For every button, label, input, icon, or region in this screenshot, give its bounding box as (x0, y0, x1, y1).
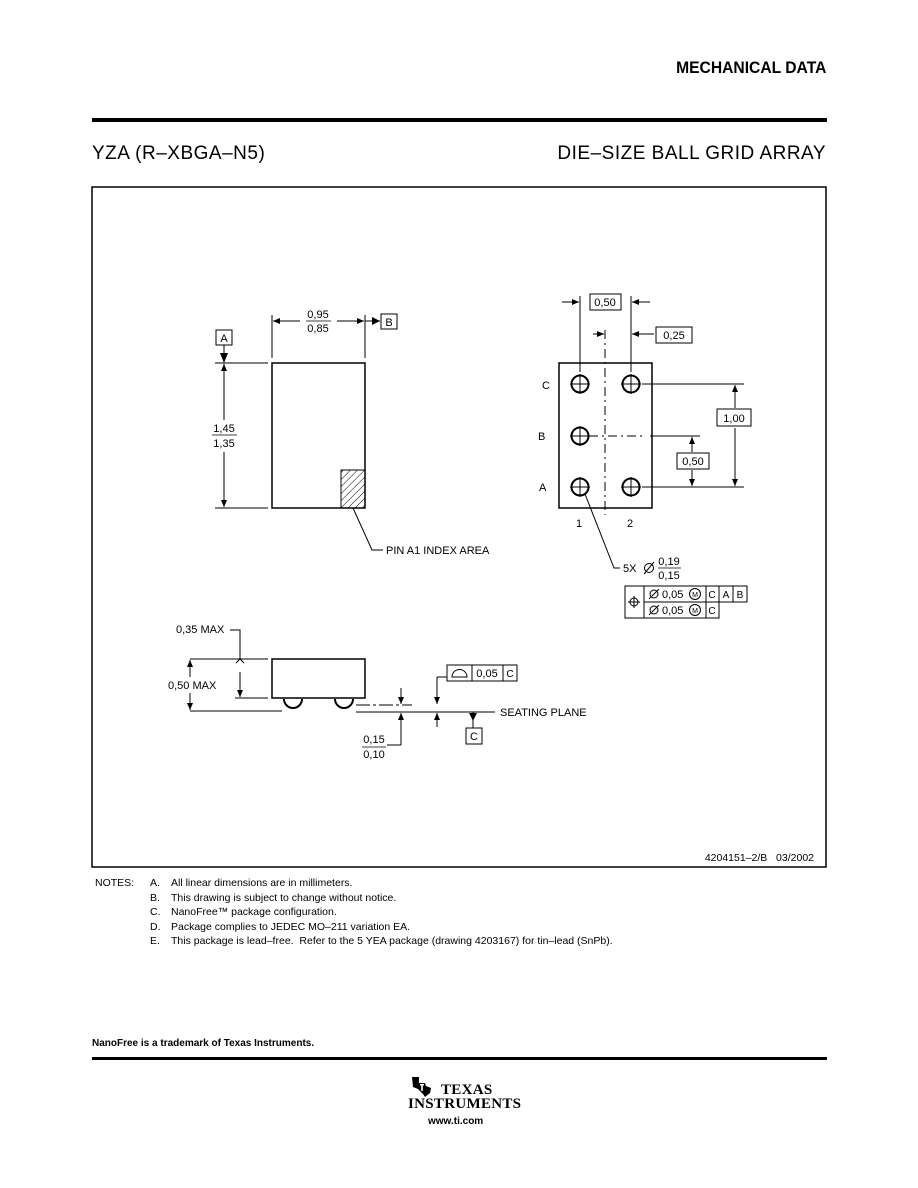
top-rule (92, 118, 827, 122)
offset-y-label: 0,50 (682, 456, 703, 468)
tol-modifier-1: M (692, 592, 698, 599)
logo-text-instruments: INSTRUMENTS (408, 1096, 522, 1112)
package-type: DIE–SIZE BALL GRID ARRAY (557, 143, 826, 164)
col-label-2: 2 (627, 518, 633, 530)
diameter-icon (648, 604, 660, 616)
width-lower: 0,85 (307, 323, 328, 335)
pitch-y-box (716, 408, 752, 427)
pitch-x-label: 0,50 (594, 297, 615, 309)
height-upper: 1,45 (213, 423, 234, 435)
ball-c1 (570, 374, 590, 394)
datum-c-label: C (470, 731, 478, 743)
position-tolerance-frame: 0,05 M C A B 0,05 M C (624, 585, 748, 619)
pitch-x-box (589, 293, 622, 311)
logo-text-texas: TEXAS (441, 1082, 493, 1098)
side-ball-2 (334, 698, 354, 709)
tol-datum-c-2: C (708, 606, 715, 617)
profile-surface-icon (451, 669, 468, 678)
pitch-y-label: 1,00 (723, 413, 744, 425)
position-icon (628, 596, 640, 608)
trademark-note: NanoFree is a trademark of Texas Instrum… (92, 1038, 315, 1049)
tol-datum-a: A (723, 590, 730, 601)
note-b: B.This drawing is subject to change with… (150, 891, 397, 904)
top-view-body (271, 362, 366, 509)
side-ball-1 (283, 698, 303, 709)
ball-b1 (570, 426, 590, 446)
width-upper: 0,95 (307, 309, 328, 321)
tol-modifier-2: M (692, 608, 698, 615)
tol-value-2: 0,05 (662, 605, 683, 617)
pin-a1-index-area (340, 469, 366, 509)
drawing-number: 4204151–2/B 03/2002 (705, 852, 814, 864)
side-view-body (271, 658, 366, 699)
tol-value-1: 0,05 (662, 589, 683, 601)
ball-a2 (621, 477, 641, 497)
ball-c2 (621, 374, 641, 394)
datum-a-label: A (220, 333, 228, 345)
notes-heading: NOTES: (95, 877, 135, 889)
note-e: E.This package is lead–free. Refer to th… (150, 935, 613, 948)
offset-x-box (655, 326, 693, 344)
ball-dia-lower: 0,15 (658, 570, 679, 582)
offset-x-label: 0,25 (663, 330, 684, 342)
datum-c-box (465, 727, 483, 745)
height-lower: 1,35 (213, 438, 234, 450)
flatness-datum: C (506, 669, 513, 680)
tol-datum-b: B (737, 590, 744, 601)
col-label-1: 1 (576, 518, 582, 530)
texas-state-icon (412, 1077, 431, 1097)
diameter-icon (648, 588, 660, 600)
note-d: D.Package complies to JEDEC MO–211 varia… (150, 920, 411, 933)
header-title: MECHANICAL DATA (675, 58, 826, 77)
flatness-value: 0,05 (476, 668, 497, 680)
ball-count: 5X (623, 563, 637, 575)
ball-a1 (570, 477, 590, 497)
flatness-tolerance-frame: 0,05 C (446, 664, 518, 682)
package-id: YZA (R–XBGA–N5) (92, 143, 266, 164)
ball-dia-upper: 0,19 (658, 556, 679, 568)
standoff-upper: 0,15 (363, 734, 384, 746)
bottom-rule (92, 1057, 827, 1060)
max-height-2: 0,50 MAX (168, 680, 217, 692)
footer-url[interactable]: www.ti.com (428, 1116, 484, 1127)
note-c: C.NanoFree™ package configuration. (150, 906, 337, 919)
row-label-a: A (539, 482, 547, 494)
row-label-b: B (538, 431, 545, 443)
datum-b-label: B (385, 317, 392, 329)
tol-datum-c-1: C (708, 590, 715, 601)
drawing-frame (91, 186, 827, 868)
datum-b-box (380, 313, 398, 330)
note-a: A.All linear dimensions are in millimete… (150, 877, 353, 889)
diameter-icon (643, 561, 655, 575)
max-height-1: 0,35 MAX (176, 624, 225, 636)
seating-plane-label: SEATING PLANE (500, 707, 587, 719)
row-label-c: C (542, 380, 550, 392)
offset-y-box (676, 452, 710, 470)
standoff-lower: 0,10 (363, 749, 384, 761)
pin-index-label: PIN A1 INDEX AREA (386, 545, 490, 557)
